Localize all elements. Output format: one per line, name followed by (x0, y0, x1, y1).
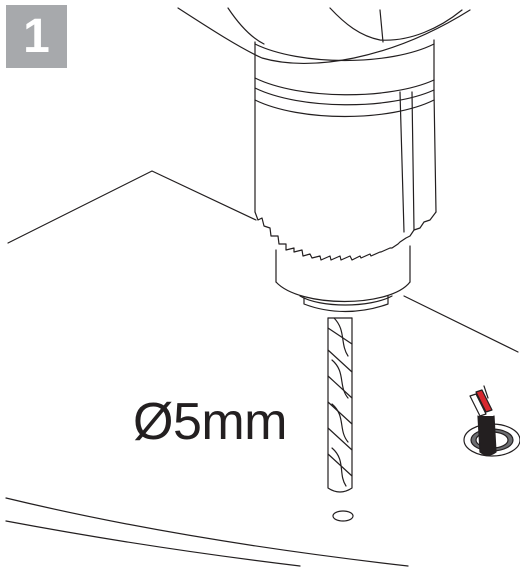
drill-bit-icon (327, 317, 353, 493)
drill-diameter-label: Ø5mm (133, 393, 288, 451)
hole-mark-icon (332, 510, 354, 522)
drill-icon (177, 7, 471, 313)
worktop-outline (5, 170, 519, 567)
cable-grommet-icon (463, 385, 520, 457)
step-number-badge: 1 (6, 5, 67, 68)
